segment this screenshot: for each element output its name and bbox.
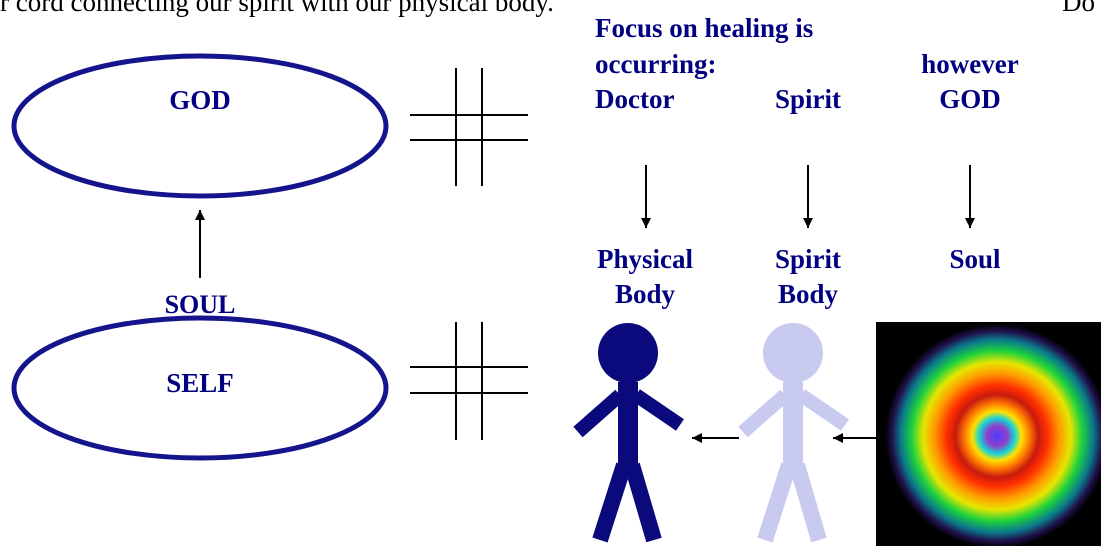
soul-label: SOUL — [140, 290, 260, 320]
god-label: GOD — [150, 85, 250, 115]
not-equal-symbol-icon — [410, 322, 528, 440]
aura-icon — [876, 322, 1101, 546]
physical-body-figure — [578, 323, 680, 540]
column-label-doctor: Doctor — [595, 84, 674, 114]
self-label: SELF — [150, 368, 250, 398]
column-label-spirit: Spirit — [748, 84, 868, 114]
target-spirit-line-1: Spirit — [748, 244, 868, 274]
target-soul: Soul — [920, 244, 1030, 274]
god-ellipse — [14, 56, 386, 196]
focus-heading-line-2: occurring: — [595, 49, 716, 79]
column-label-god: GOD — [920, 84, 1020, 114]
top-line-text: r cord connecting our spirit with our ph… — [0, 0, 554, 17]
focus-heading-line-1: Focus on healing is — [595, 13, 813, 43]
target-physical-line-2: Body — [580, 279, 710, 309]
however-label: however — [900, 49, 1040, 79]
target-physical-line-1: Physical — [580, 244, 710, 274]
not-equal-symbol-icon — [410, 68, 528, 186]
spirit-body-figure — [743, 323, 845, 540]
top-right-fragment-text: Do — [1062, 0, 1095, 17]
target-spirit-line-2: Body — [748, 279, 868, 309]
